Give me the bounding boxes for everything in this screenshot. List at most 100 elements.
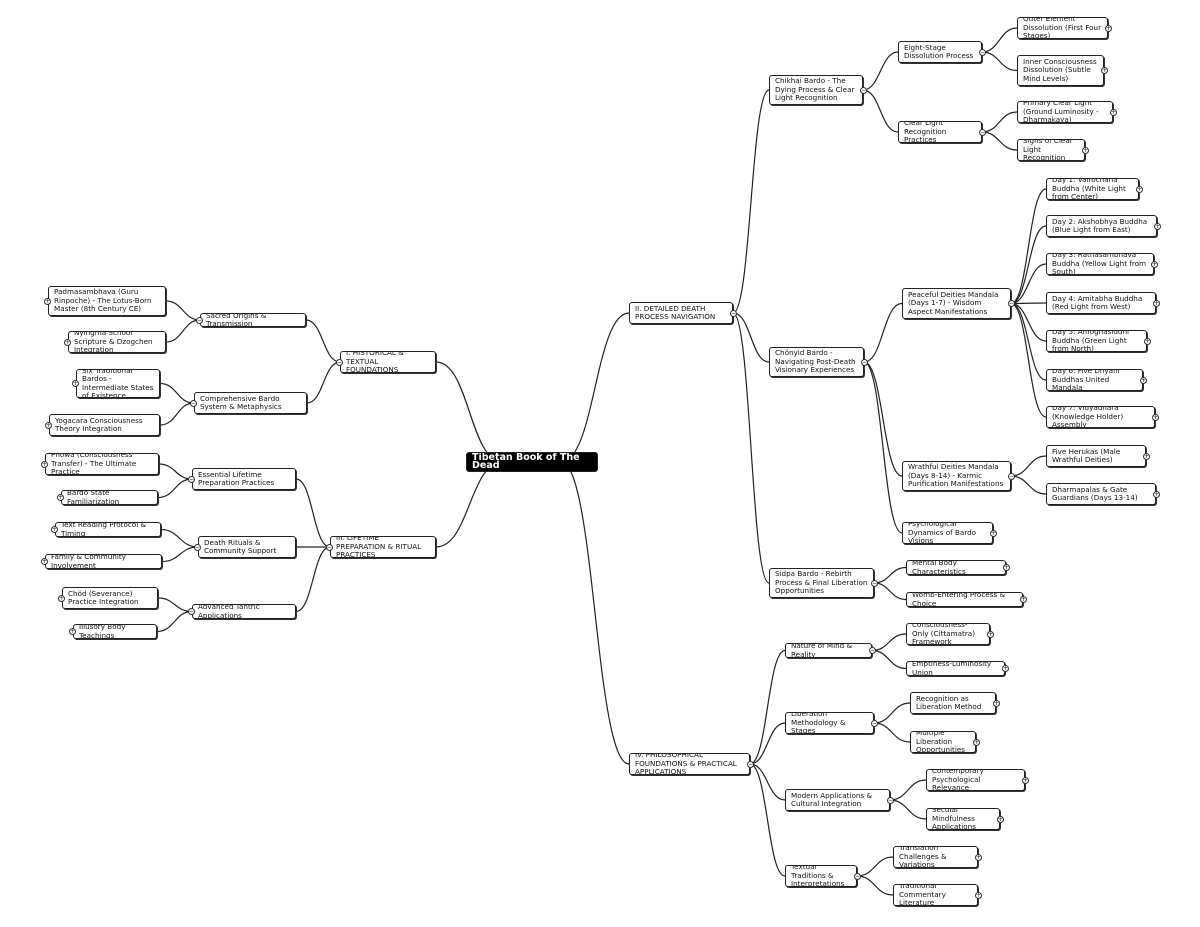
collapse-toggle-icon[interactable]: − [747,760,754,768]
expand-toggle-icon[interactable]: + [64,338,71,346]
topic-bardo_sys[interactable]: Comprehensive Bardo System & Metaphysics [194,392,307,414]
topic-primary[interactable]: Primary Clear Light (Ground Luminosity -… [1017,101,1113,123]
topic-family[interactable]: Family & Community Involvement [45,554,162,569]
expand-toggle-icon[interactable]: + [51,526,58,533]
expand-toggle-icon[interactable]: + [1143,452,1150,460]
topic-chonyid[interactable]: Chönyid Bardo - Navigating Post-Death Vi… [769,347,864,377]
expand-toggle-icon[interactable]: + [1003,564,1010,571]
expand-toggle-icon[interactable]: + [993,699,1000,707]
collapse-toggle-icon[interactable]: − [1008,472,1015,480]
expand-toggle-icon[interactable]: + [44,297,51,305]
topic-contemp[interactable]: Contemporary Psychological Relevance [926,769,1025,791]
root-topic[interactable]: Tibetan Book of The Dead [466,452,598,472]
topic-rituals[interactable]: Death Rituals & Community Support [198,536,296,558]
topic-herukas[interactable]: Five Herukas (Male Wrathful Deities) [1046,445,1146,467]
collapse-toggle-icon[interactable]: − [326,543,333,551]
expand-toggle-icon[interactable]: + [973,738,980,746]
collapse-toggle-icon[interactable]: − [979,128,986,136]
topic-chod[interactable]: Chöd (Severance) Practice Integration [62,587,158,609]
expand-toggle-icon[interactable]: + [1153,299,1160,307]
topic-sidpa[interactable]: Sidpa Bardo - Rebirth Process & Final Li… [769,568,874,598]
topic-libm[interactable]: Liberation Methodology & Stages [785,712,874,734]
topic-yogacara[interactable]: Yogacara Consciousness Theory Integratio… [49,414,160,436]
topic-nyingma[interactable]: Nyingma School Scripture & Dzogchen Inte… [68,331,166,353]
topic-outer[interactable]: Outer Element Dissolution (First Four St… [1017,17,1108,39]
collapse-toggle-icon[interactable]: − [730,309,737,317]
topic-d1[interactable]: Day 1: Vairochana Buddha (White Light fr… [1046,178,1139,200]
topic-reading[interactable]: Text Reading Protocol & Timing [55,522,161,537]
collapse-toggle-icon[interactable]: − [861,358,868,366]
topic-d2[interactable]: Day 2: Akshobhya Buddha (Blue Light from… [1046,215,1157,237]
topic-empt[interactable]: Emptiness-Luminosity Union [906,661,1005,676]
expand-toggle-icon[interactable]: + [1110,108,1117,116]
expand-toggle-icon[interactable]: + [69,628,76,635]
collapse-toggle-icon[interactable]: − [887,796,894,804]
topic-tradc[interactable]: Traditional Commentary Literature [893,884,978,906]
topic-mental[interactable]: Mental Body Characteristics [906,560,1006,575]
collapse-toggle-icon[interactable]: − [336,358,343,366]
expand-toggle-icon[interactable]: + [1101,67,1108,74]
collapse-toggle-icon[interactable]: − [871,579,878,587]
expand-toggle-icon[interactable]: + [1020,596,1027,603]
expand-toggle-icon[interactable]: + [58,594,65,602]
expand-toggle-icon[interactable]: + [975,853,982,861]
topic-bardofam[interactable]: Bardo State Familiarization [61,490,158,505]
topic-transl[interactable]: Translation Challenges & Variations [893,846,978,868]
expand-toggle-icon[interactable]: + [1105,24,1112,32]
collapse-toggle-icon[interactable]: − [854,872,861,880]
topic-sacred[interactable]: Sacred Origins & Transmission [200,313,306,327]
topic-six[interactable]: Six Traditional Bardos - Intermediate St… [76,369,160,398]
topic-chikhai[interactable]: Chikhai Bardo - The Dying Process & Clea… [769,75,863,105]
topic-textual[interactable]: Textual Traditions & Interpretations [785,865,857,887]
expand-toggle-icon[interactable]: + [987,630,994,638]
topic-nature[interactable]: Nature of Mind & Reality [785,643,872,658]
topic-multi[interactable]: Multiple Liberation Opportunities [910,731,976,753]
collapse-toggle-icon[interactable]: − [860,86,867,94]
collapse-toggle-icon[interactable]: − [188,608,195,615]
expand-toggle-icon[interactable]: + [1152,413,1159,421]
expand-toggle-icon[interactable]: + [57,494,64,501]
expand-toggle-icon[interactable]: + [1136,185,1143,193]
expand-toggle-icon[interactable]: + [1151,260,1158,268]
topic-wrathful[interactable]: Wrathful Deities Mandala (Days 8-14) - K… [902,461,1011,491]
topic-phowa[interactable]: Phowa (Consciousness Transfer) - The Ult… [45,453,159,475]
expand-toggle-icon[interactable]: + [975,891,982,899]
topic-dharma[interactable]: Dharmapalas & Gate Guardians (Days 13-14… [1046,483,1156,505]
expand-toggle-icon[interactable]: + [1022,776,1029,784]
topic-cons[interactable]: Consciousness-Only (Cittamatra) Framewor… [906,623,990,645]
topic-secular[interactable]: Secular Mindfulness Applications [926,808,1000,830]
collapse-toggle-icon[interactable]: − [1008,300,1015,307]
expand-toggle-icon[interactable]: + [1002,665,1009,672]
topic-b2[interactable]: II. DETAILED DEATH PROCESS NAVIGATION [629,302,733,324]
expand-toggle-icon[interactable]: + [1082,146,1089,154]
topic-b1[interactable]: I. HISTORICAL & TEXTUAL FOUNDATIONS [340,351,436,373]
expand-toggle-icon[interactable]: + [1154,222,1161,230]
collapse-toggle-icon[interactable]: − [196,316,203,324]
topic-tantric[interactable]: Advanced Tantric Applications [192,604,296,619]
topic-d7[interactable]: Day 7: Vidyadhara (Knowledge Holder) Ass… [1046,406,1155,428]
expand-toggle-icon[interactable]: + [41,460,48,468]
collapse-toggle-icon[interactable]: − [869,647,876,654]
topic-signs[interactable]: Signs of Clear Light Recognition [1017,139,1085,161]
topic-essential[interactable]: Essential Lifetime Preparation Practices [192,468,296,490]
topic-recog[interactable]: Recognition as Liberation Method [910,692,996,714]
topic-psych[interactable]: Psychological Dynamics of Bardo Visions [902,522,993,544]
expand-toggle-icon[interactable]: + [41,558,48,565]
topic-clear[interactable]: Clear Light Recognition Practices [898,121,982,143]
topic-padma[interactable]: Padmasambhava (Guru Rinpoche) - The Lotu… [48,286,166,316]
expand-toggle-icon[interactable]: + [1153,490,1160,498]
expand-toggle-icon[interactable]: + [72,380,79,387]
topic-illusory[interactable]: Illusory Body Teachings [73,624,157,639]
expand-toggle-icon[interactable]: + [1144,337,1151,345]
topic-b4[interactable]: IV. PHILOSOPHICAL FOUNDATIONS & PRACTICA… [629,753,750,775]
expand-toggle-icon[interactable]: + [990,529,997,537]
topic-eight[interactable]: Eight-Stage Dissolution Process [898,41,982,63]
expand-toggle-icon[interactable]: + [45,421,52,429]
topic-d4[interactable]: Day 4: Amitabha Buddha (Red Light from W… [1046,292,1156,314]
topic-d5[interactable]: Day 5: Amoghasiddhi Buddha (Green Light … [1046,330,1147,352]
collapse-toggle-icon[interactable]: − [979,48,986,56]
collapse-toggle-icon[interactable]: − [190,399,197,407]
expand-toggle-icon[interactable]: + [997,815,1004,823]
topic-womb[interactable]: Womb-Entering Process & Choice [906,592,1023,607]
collapse-toggle-icon[interactable]: − [871,719,878,727]
